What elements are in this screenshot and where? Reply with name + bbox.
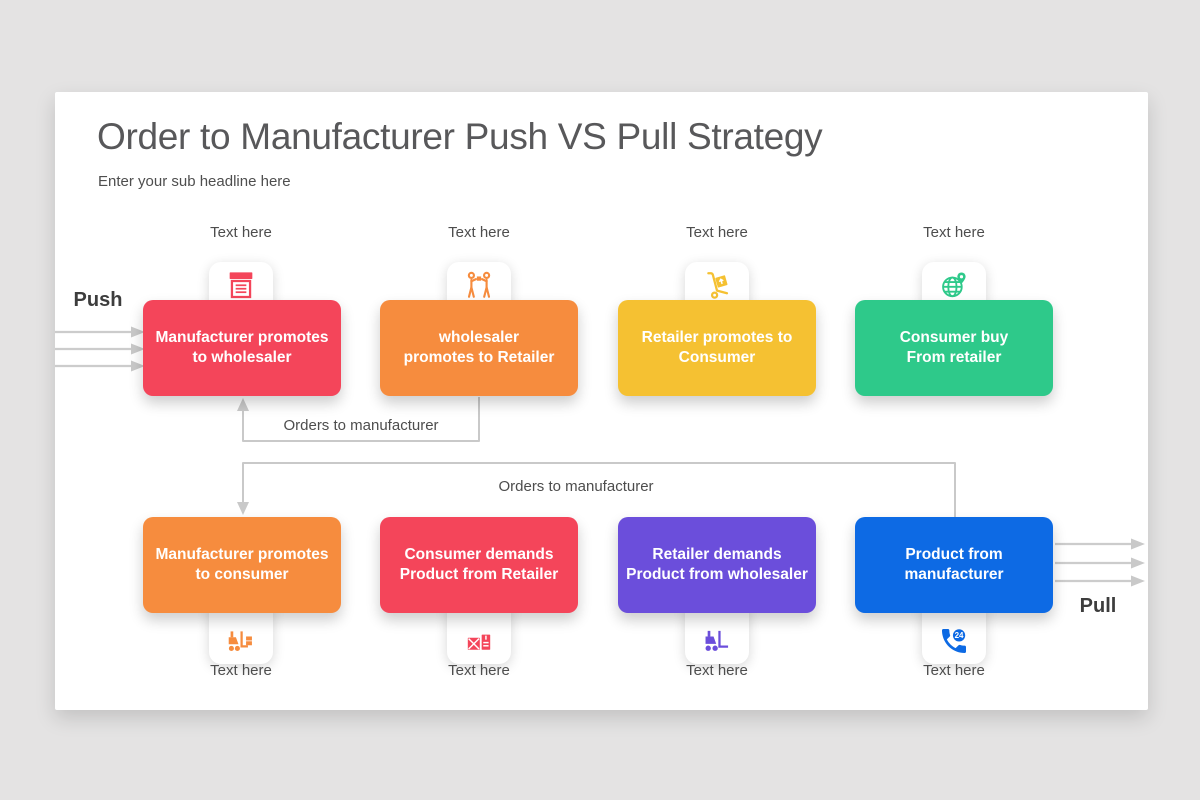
- people-exchange-icon: [463, 269, 495, 301]
- pull-step-3-box: Retailer demands Product from wholesaler: [618, 517, 816, 613]
- caption-top-2: Text here: [448, 224, 510, 241]
- push-step-2-text: wholesaler promotes to Retailer: [403, 329, 555, 366]
- pull-arrows: [1055, 538, 1145, 587]
- globe-pin-icon: [938, 269, 970, 301]
- caption-bottom-2: Text here: [448, 662, 510, 679]
- caption-bottom-3: Text here: [686, 662, 748, 679]
- phone-24-icon: 24: [938, 625, 970, 657]
- push-step-1-text: Manufacturer promotes to wholesaler: [155, 329, 329, 366]
- push-label: Push: [73, 289, 123, 311]
- caption-top-1: Text here: [210, 224, 272, 241]
- push-step-3-box: Retailer promotes to Consumer: [618, 300, 816, 396]
- orders-top-label: Orders to manufacturer: [283, 417, 439, 434]
- caption-top-4: Text here: [923, 224, 985, 241]
- pull-step-1-box: Manufacturer promotes to consumer: [143, 517, 341, 613]
- pull-step-1-text: Manufacturer promotes to consumer: [155, 546, 329, 583]
- push-step-4-text: Consumer buy From retailer: [899, 329, 1009, 366]
- pull-step-3-text: Retailer demands Product from wholesaler: [626, 546, 808, 583]
- caption-bottom-1: Text here: [210, 662, 272, 679]
- svg-text:24: 24: [955, 631, 964, 640]
- page-title: Order to Manufacturer Push VS Pull Strat…: [97, 116, 823, 157]
- forklift-icon: [701, 625, 733, 657]
- push-arrows: [55, 326, 145, 372]
- orders-bottom-label: Orders to manufacturer: [498, 478, 654, 495]
- push-step-4-box: Consumer buy From retailer: [855, 300, 1053, 396]
- push-step-1-box: Manufacturer promotes to wholesaler: [143, 300, 341, 396]
- forklift-boxes-icon: [225, 625, 257, 657]
- pull-label: Pull: [1079, 595, 1117, 617]
- caption-top-3: Text here: [686, 224, 748, 241]
- pull-step-2-text: Consumer demands Product from Retailer: [399, 546, 559, 583]
- pull-step-4-box: Product from manufacturer: [855, 517, 1053, 613]
- page-subtitle: Enter your sub headline here: [98, 173, 291, 190]
- hand-truck-icon: [701, 269, 733, 301]
- connector-overlay: [55, 326, 1145, 587]
- pull-step-4-text: Product from manufacturer: [904, 546, 1004, 583]
- pull-step-2-box: Consumer demands Product from Retailer: [380, 517, 578, 613]
- push-step-2-box: wholesaler promotes to Retailer: [380, 300, 578, 396]
- slide: Order to Manufacturer Push VS Pull Strat…: [55, 92, 1148, 710]
- push-step-3-text: Retailer promotes to Consumer: [641, 329, 793, 366]
- store-icon: [225, 269, 257, 301]
- caption-bottom-4: Text here: [923, 662, 985, 679]
- orders-connector-bottom: [237, 462, 956, 517]
- orders-connector-top: [237, 397, 480, 442]
- packages-icon: [463, 625, 495, 657]
